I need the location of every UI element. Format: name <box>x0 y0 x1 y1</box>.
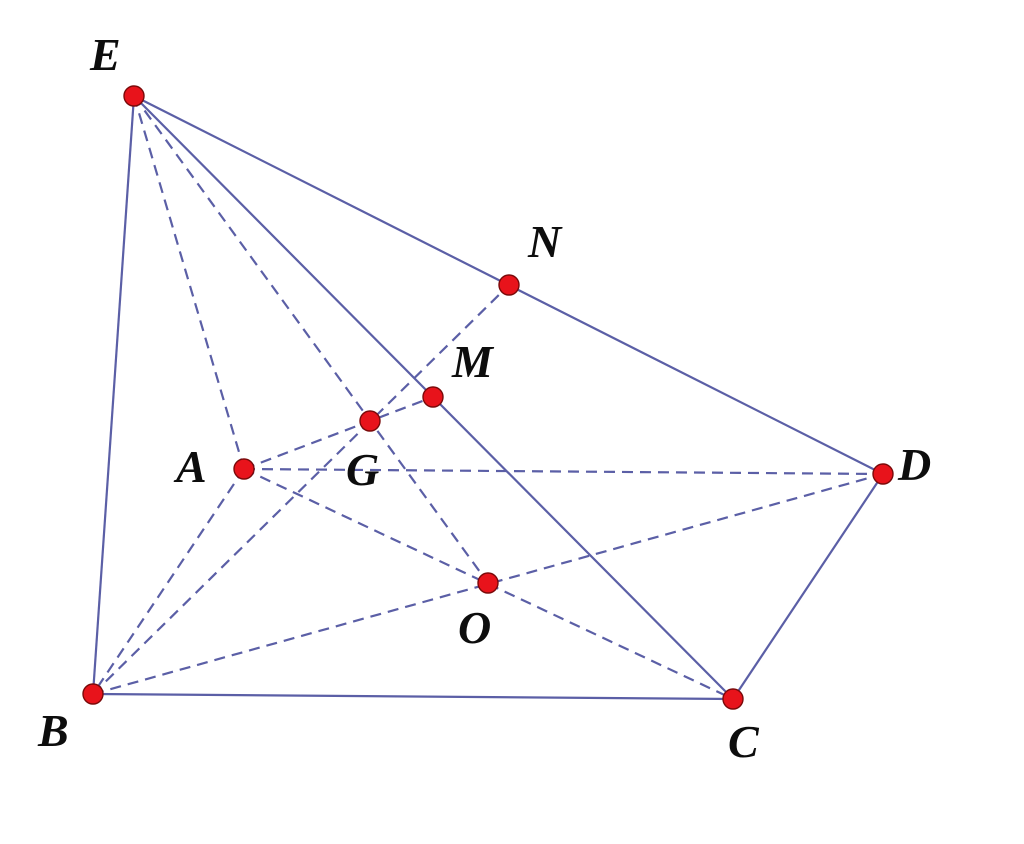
point-B <box>82 683 104 705</box>
points <box>82 85 894 710</box>
edge-AM <box>243 395 434 471</box>
point-G <box>359 410 381 432</box>
label-A: A <box>173 441 207 492</box>
edge-BN <box>92 284 510 695</box>
point-E <box>123 85 145 107</box>
point-N <box>498 274 520 296</box>
label-O: O <box>458 602 491 653</box>
label-N: N <box>527 216 563 267</box>
point-O <box>477 572 499 594</box>
edge-EO <box>133 95 489 584</box>
edge-AD <box>243 467 884 476</box>
point-C <box>722 688 744 710</box>
edge-EB <box>91 95 136 695</box>
edge-BC <box>92 692 734 701</box>
label-B: B <box>37 705 69 756</box>
label-D: D <box>897 439 931 490</box>
labels: E N M A G D O B C <box>37 29 931 767</box>
label-C: C <box>728 716 760 767</box>
label-G: G <box>346 444 379 495</box>
edge-AB <box>92 468 245 695</box>
label-E: E <box>89 29 121 80</box>
point-D <box>872 463 894 485</box>
label-M: M <box>451 336 495 387</box>
point-M <box>422 386 444 408</box>
edge-CD <box>732 473 884 700</box>
dashed-edges <box>92 95 884 700</box>
point-A <box>233 458 255 480</box>
edge-EA <box>132 95 246 470</box>
edge-BD <box>92 472 884 696</box>
